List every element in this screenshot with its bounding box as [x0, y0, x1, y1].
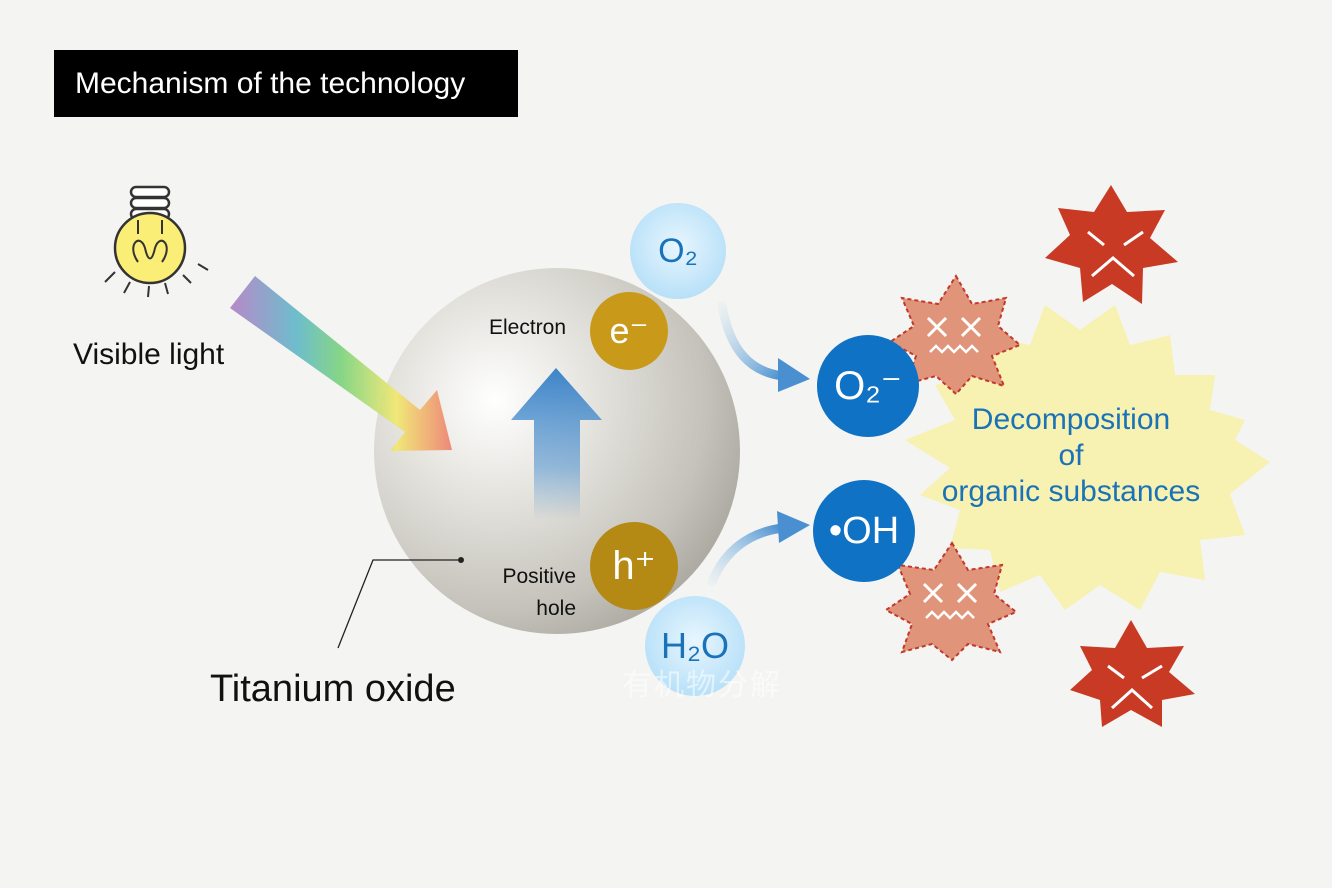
visible-light-arrow	[230, 276, 452, 451]
decomposition-text: Decomposition of organic substances	[925, 402, 1217, 510]
oxygen-reduction-arrow	[717, 301, 810, 392]
decomposition-line3: organic substances	[941, 475, 1201, 508]
pollutant-top-icon	[1045, 185, 1178, 304]
light-bulb-icon	[104, 185, 209, 298]
electron-label: Electron	[489, 316, 567, 339]
pollutant-bottom-icon	[1070, 620, 1195, 727]
hole-badge: h⁺	[590, 522, 678, 610]
excitation-arrow	[511, 368, 602, 520]
superoxide-radical: O₂⁻	[817, 335, 919, 437]
positive-hole-label-line1: Positive	[502, 565, 576, 588]
water-oxidation-arrow	[707, 511, 810, 587]
decomposition-line1: Decomposition	[971, 403, 1171, 436]
water-molecule: H₂O	[645, 596, 745, 696]
titanium-oxide-label: Titanium oxide	[210, 668, 456, 710]
hydroxyl-radical: •OH	[813, 480, 915, 582]
positive-hole-label: Positive hole	[476, 561, 576, 625]
decomposed-pollutant-lower-icon	[884, 541, 1018, 662]
diagram-title: Mechanism of the technology	[54, 50, 518, 117]
electron-badge: e⁻	[590, 292, 668, 370]
visible-light-label: Visible light	[73, 338, 225, 371]
leader-dot	[458, 557, 464, 563]
positive-hole-label-line2: hole	[536, 597, 576, 620]
decomposed-pollutant-upper-icon	[888, 274, 1022, 396]
decomposition-line2: of	[1058, 439, 1084, 472]
oxygen-molecule: O₂	[630, 203, 726, 299]
watermark-text: 有机物分解	[622, 669, 782, 702]
titanium-oxide-leader-line	[337, 559, 461, 649]
